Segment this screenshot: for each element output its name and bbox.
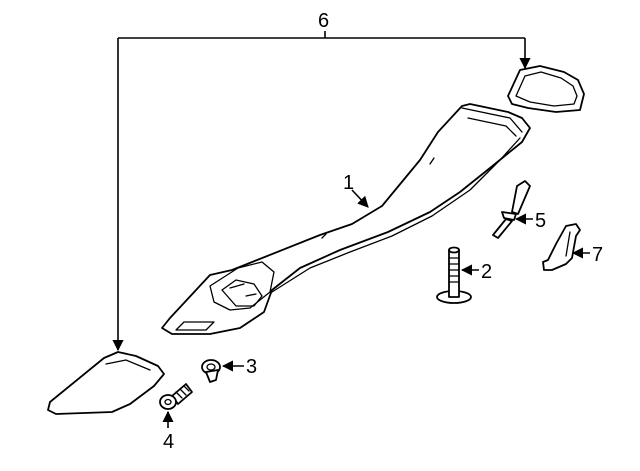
callout-1: 1 <box>343 172 354 194</box>
callout-2: 2 <box>481 261 492 283</box>
spoiler-part <box>161 103 531 335</box>
stud-bolt-part <box>436 246 472 304</box>
leader-6 <box>112 31 531 352</box>
leader-1 <box>351 189 369 208</box>
screw-part <box>159 383 193 410</box>
callout-5: 5 <box>535 210 546 232</box>
callout-6: 6 <box>318 10 329 32</box>
callout-4: 4 <box>163 431 174 453</box>
bracket-part <box>542 223 581 271</box>
callout-7: 7 <box>592 244 603 266</box>
push-pin-part <box>492 180 531 239</box>
callout-3: 3 <box>246 356 257 378</box>
end-cap-right-part <box>507 65 585 113</box>
clip-part <box>201 359 221 383</box>
end-cap-left-part <box>47 351 165 415</box>
